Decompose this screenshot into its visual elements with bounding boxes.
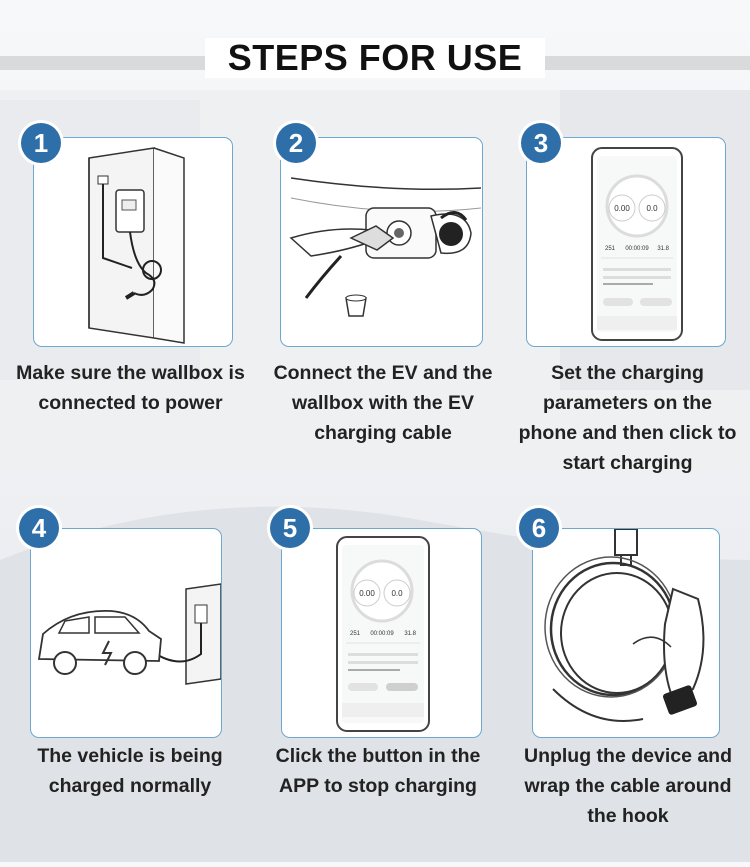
step-6-caption: Unplug the device and wrap the cable aro… [523,745,733,827]
phone-app-illustration: 0.00 0.0 251 00:00:09 31.8 [591,147,683,341]
step-3-card: 0.00 0.0 251 00:00:09 31.8 [526,137,726,347]
step-3-badge: 3 [521,123,561,163]
app-voltage-value-2: 251 [350,631,361,637]
step-2-badge: 2 [276,123,316,163]
step-3-caption: Set the charging parameters on the phone… [518,362,737,474]
step-2-card [280,137,483,347]
plug-into-car-illustration [289,177,482,317]
app-time-value: 00:00:09 [625,246,649,252]
car-charging-illustration [37,583,221,685]
step-5-badge: 5 [270,508,310,548]
app-time-value-2: 00:00:09 [370,631,394,637]
app-power-value: 0.00 [614,204,630,213]
app-temp-value-2: 31.8 [404,631,416,637]
title-rule-right [545,56,750,70]
app-power-value-2: 0.00 [359,589,375,598]
step-6-card [532,528,720,738]
page-title: STEPS FOR USE [205,38,545,78]
step-1-card [33,137,233,347]
app-voltage-value: 251 [605,246,616,252]
title-rule-left [0,56,205,70]
step-1-badge: 1 [21,123,61,163]
step-4-card [30,528,222,738]
step-4-badge: 4 [19,508,59,548]
cable-on-hook-illustration [544,529,705,722]
title-bar: STEPS FOR USE [0,38,750,78]
step-2-caption: Connect the EV and the wallbox with the … [273,362,493,444]
app-current-value-2: 0.0 [391,589,403,598]
step-1-caption: Make sure the wallbox is connected to po… [16,362,245,414]
app-current-value: 0.0 [646,204,658,213]
wallbox-illustration [88,147,185,344]
step-4-caption: The vehicle is being charged normally [37,745,223,797]
step-5-caption: Click the button in the APP to stop char… [275,745,481,797]
phone-app-stop-illustration: 0.00 0.0 251 00:00:09 31.8 [336,536,430,732]
step-6-badge: 6 [519,508,559,548]
step-5-card: 0.00 0.0 251 00:00:09 31.8 [281,528,482,738]
app-temp-value: 31.8 [657,246,669,252]
